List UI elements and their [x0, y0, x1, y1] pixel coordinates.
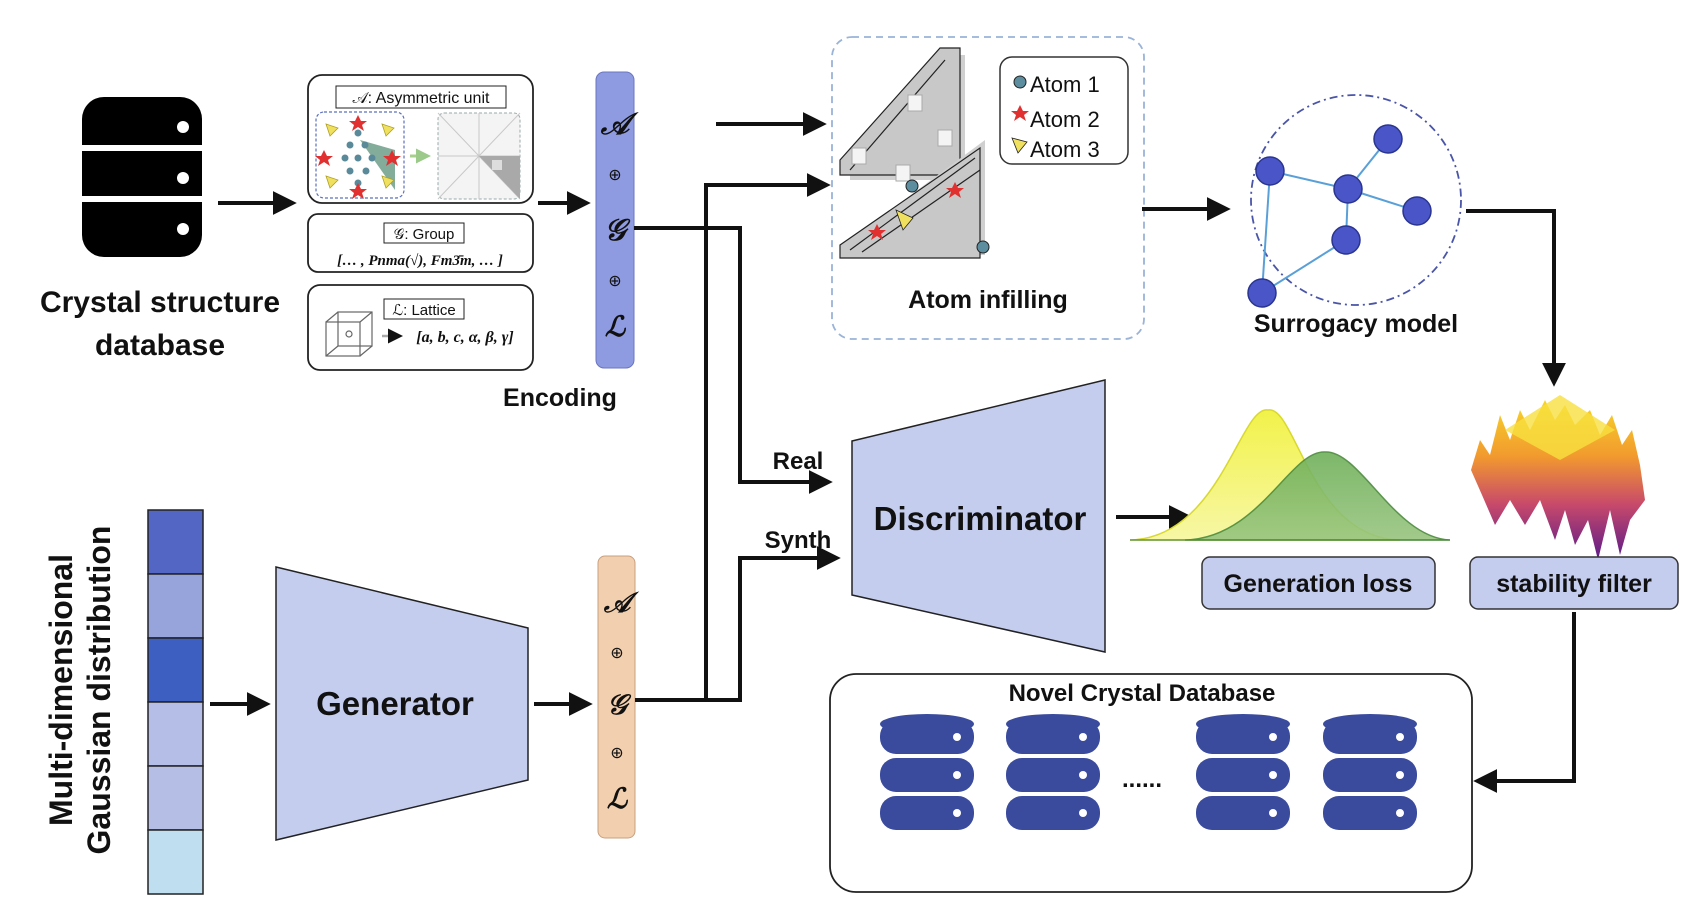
- encoding-label: Encoding: [503, 384, 617, 412]
- arrow-stability-to-novel: [1473, 612, 1576, 793]
- arrow-real-to-discriminator: [634, 226, 833, 494]
- database-icon: [1006, 714, 1100, 830]
- real-label: Real: [773, 448, 824, 475]
- database-label-line2: database: [95, 329, 225, 362]
- vector-l: ℒ: [605, 312, 627, 343]
- surrogacy-graph: [1247, 94, 1462, 308]
- gaussian-label-line1: Multi-dimensional: [43, 554, 79, 826]
- legend-atom2: Atom 2: [1030, 107, 1100, 132]
- stability-surface-icon: [1471, 395, 1645, 560]
- database-icon: [1196, 714, 1290, 830]
- vector-l: ℒ: [607, 784, 629, 815]
- stability-filter-box: stability filter: [1469, 556, 1679, 610]
- novel-database-icons: [880, 714, 1417, 830]
- cube-icon: [325, 311, 373, 357]
- group-box: 𝒢: Group [… , Pnma(√), Fm3̄m, … ]: [307, 213, 534, 273]
- atom3-icon: [1011, 137, 1028, 154]
- novel-ellipsis: ......: [1122, 766, 1162, 793]
- asym-title: 𝒜: Asymmetric unit: [353, 90, 490, 107]
- stability-filter-label: stability filter: [1496, 570, 1652, 598]
- generator-label: Generator: [316, 685, 474, 722]
- arrow-synth-to-infilling: [635, 173, 831, 702]
- surrogacy-label: Surrogacy model: [1254, 310, 1458, 338]
- lattice-box: ℒ: Lattice [a, b, c, α, β, γ]: [307, 284, 534, 371]
- group-list: [… , Pnma(√), Fm3̄m, … ]: [337, 253, 503, 269]
- synth-encoding-vector: 𝒜 ⊕ 𝒢 ⊕ ℒ: [597, 555, 640, 839]
- generation-loss-label: Generation loss: [1224, 570, 1413, 598]
- lattice-title: ℒ: Lattice: [392, 302, 455, 319]
- vector-plus: ⊕: [610, 645, 623, 662]
- discriminator-block: [851, 379, 1106, 653]
- database-label-line1: Crystal structure: [40, 286, 280, 319]
- arrow-synth-to-discriminator: [635, 546, 841, 702]
- atom-legend: Atom 1 Atom 2 Atom 3: [999, 56, 1129, 165]
- crystal-database-icon: [82, 97, 202, 257]
- infilling-label: Atom infilling: [908, 286, 1068, 314]
- vector-plus: ⊕: [608, 273, 621, 290]
- atom2-icon: [1011, 105, 1029, 121]
- atom1-icon: [1013, 75, 1027, 89]
- vector-plus: ⊕: [610, 745, 623, 762]
- discriminator-label: Discriminator: [874, 500, 1087, 537]
- gaussian-label-line2: Gaussian distribution: [81, 526, 117, 855]
- lattice-params: [a, b, c, α, β, γ]: [416, 329, 513, 346]
- legend-atom3: Atom 3: [1030, 137, 1100, 162]
- novel-title: Novel Crystal Database: [1009, 680, 1276, 707]
- generator-block: [275, 566, 529, 841]
- distribution-curves: [1129, 409, 1451, 541]
- arrow-surrogacy-to-stability: [1466, 209, 1566, 387]
- asymmetric-unit-box: 𝒜: Asymmetric unit: [307, 74, 534, 204]
- database-icon: [880, 714, 974, 830]
- vector-plus: ⊕: [608, 167, 621, 184]
- synth-label: Synth: [765, 527, 832, 554]
- legend-atom1: Atom 1: [1030, 72, 1100, 97]
- real-encoding-vector: 𝒜 ⊕ 𝒢 ⊕ ℒ: [595, 71, 640, 369]
- database-icon: [1323, 714, 1417, 830]
- novel-crystal-database-panel: [829, 673, 1473, 893]
- generation-loss-box: Generation loss: [1201, 556, 1436, 610]
- gaussian-vector: [147, 509, 204, 895]
- group-title: 𝒢: Group: [394, 226, 455, 243]
